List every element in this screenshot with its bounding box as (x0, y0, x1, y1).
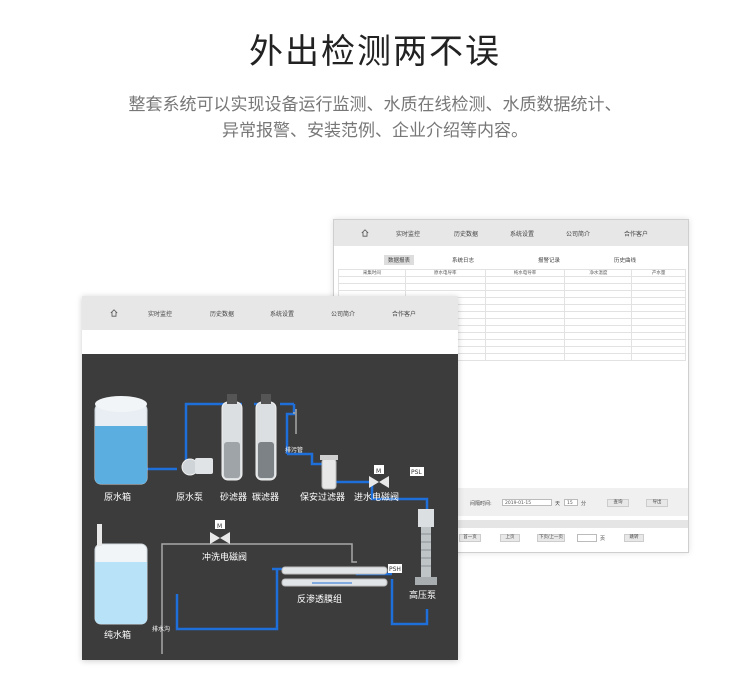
page-title: 外出检测两不误 (249, 32, 501, 72)
prev-page-button[interactable]: 上页 (500, 534, 520, 542)
nav-realtime[interactable]: 实时监控 (396, 231, 421, 238)
table-header-row: 采集时间 原水电导率 纯水电导率 净水温度 产水量 (338, 269, 686, 277)
count-field[interactable]: 15 (564, 499, 578, 506)
pipe-filter-link (285, 404, 296, 454)
col-time: 采集时间 (338, 269, 406, 277)
tab-data-report[interactable]: 数据报表 (384, 255, 415, 265)
ro-group-label: 反渗透膜组 (297, 593, 342, 605)
tab-history-curve[interactable]: 历史曲线 (614, 258, 637, 264)
unit-day: 天 (555, 501, 561, 507)
unit-minute: 分 (581, 501, 587, 507)
report-navbar: 实时监控 历史数据 系统设置 公司简介 合作客户 (334, 220, 688, 246)
psh-switch-icon (388, 564, 402, 573)
col-pure-conductivity: 纯水电导率 (484, 269, 566, 277)
pipe-to-pure (175, 569, 279, 631)
subtitle-line-2: 异常报警、安装范例、企业介绍等内容。 (222, 121, 528, 141)
home-icon[interactable] (361, 229, 369, 237)
high-pump-label: 高压泵 (409, 589, 436, 601)
home-icon[interactable] (110, 309, 118, 317)
inlet-valve-label: 进水电磁阀 (354, 491, 399, 503)
raw-pump-icon (181, 458, 213, 476)
flush-valve-label: 冲洗电磁阀 (202, 551, 247, 563)
nav-company[interactable]: 公司简介 (566, 231, 591, 238)
first-page-button[interactable]: 首一页 (459, 534, 481, 542)
pure-tank-label: 纯水箱 (104, 629, 131, 641)
nav-settings[interactable]: 系统设置 (270, 311, 295, 318)
pipe-pump-return (390, 579, 429, 626)
subtitle-line-1: 整套系统可以实现设备运行监测、水质在线检测、水质数据统计、 (128, 95, 622, 115)
jump-button[interactable]: 跳转 (624, 534, 644, 542)
col-temperature: 净水温度 (564, 269, 633, 277)
nav-clients[interactable]: 合作客户 (392, 311, 417, 318)
ro-membrane-icon (281, 566, 388, 587)
table-row (338, 283, 686, 291)
page-number-field[interactable] (577, 534, 597, 542)
security-filter-icon (320, 455, 338, 490)
pure-tank (94, 524, 148, 625)
page-subtitle: 整套系统可以实现设备运行监测、水质在线检测、水质数据统计、 异常报警、安装范例、… (40, 92, 710, 144)
date-field[interactable]: 2019-01-15 (502, 499, 552, 506)
process-diagram-svg: 原水箱 原水泵 砂滤器 碳滤器 排污管 (94, 394, 437, 654)
raw-pump-label: 原水泵 (176, 491, 203, 503)
pipe-to-security (287, 452, 329, 466)
pipe-to-valve (329, 480, 429, 529)
inlet-valve-m: M (376, 468, 381, 475)
pager-divider (334, 520, 688, 528)
nav-history[interactable]: 历史数据 (210, 311, 235, 318)
carbon-filter-label: 碳滤器 (252, 491, 279, 503)
col-raw-conductivity: 原水电导率 (404, 269, 486, 277)
next-page-button[interactable]: 下页/上一页 (537, 534, 565, 542)
table-row (338, 276, 686, 284)
interval-label: 间隔时间: (470, 501, 492, 507)
col-output: 产水量 (631, 269, 686, 277)
psl-switch-icon (410, 467, 424, 476)
psh-label: PSH (389, 566, 401, 573)
monitor-window: 实时监控 历史数据 系统设置 公司简介 合作客户 (82, 296, 458, 660)
security-filter-label: 保安过滤器 (300, 491, 345, 503)
high-pressure-pump-icon (415, 509, 437, 585)
raw-tank (94, 396, 148, 485)
nav-realtime[interactable]: 实时监控 (148, 311, 173, 318)
raw-tank-label: 原水箱 (104, 491, 131, 503)
process-diagram: 原水箱 原水泵 砂滤器 碳滤器 排污管 (82, 354, 458, 660)
drain-bottom-label: 排水沟 (152, 625, 170, 633)
pipe-pump-up (184, 402, 222, 468)
carbon-filter-icon (255, 394, 277, 481)
tab-alarm-record[interactable]: 报警记录 (538, 258, 561, 264)
nav-company[interactable]: 公司简介 (331, 311, 356, 318)
drain-pipes (161, 409, 357, 654)
nav-clients[interactable]: 合作客户 (624, 231, 649, 238)
nav-history[interactable]: 历史数据 (454, 231, 479, 238)
query-button[interactable]: 查询 (607, 499, 629, 507)
flush-valve-icon (210, 520, 230, 544)
flush-valve-m: M (217, 523, 222, 530)
page-suffix: 页 (600, 536, 606, 542)
monitor-navbar: 实时监控 历史数据 系统设置 公司简介 合作客户 (82, 296, 458, 330)
drain-pipe-bottom (161, 543, 357, 654)
psl-label: PSL (411, 469, 422, 476)
nav-settings[interactable]: 系统设置 (510, 231, 535, 238)
export-button[interactable]: 导出 (646, 499, 668, 507)
drain-top-label: 排污管 (285, 446, 303, 454)
inlet-valve-icon (369, 465, 389, 488)
sand-filter-icon (221, 394, 243, 481)
sand-filter-label: 砂滤器 (220, 491, 247, 503)
tab-system-log[interactable]: 系统日志 (452, 258, 475, 264)
